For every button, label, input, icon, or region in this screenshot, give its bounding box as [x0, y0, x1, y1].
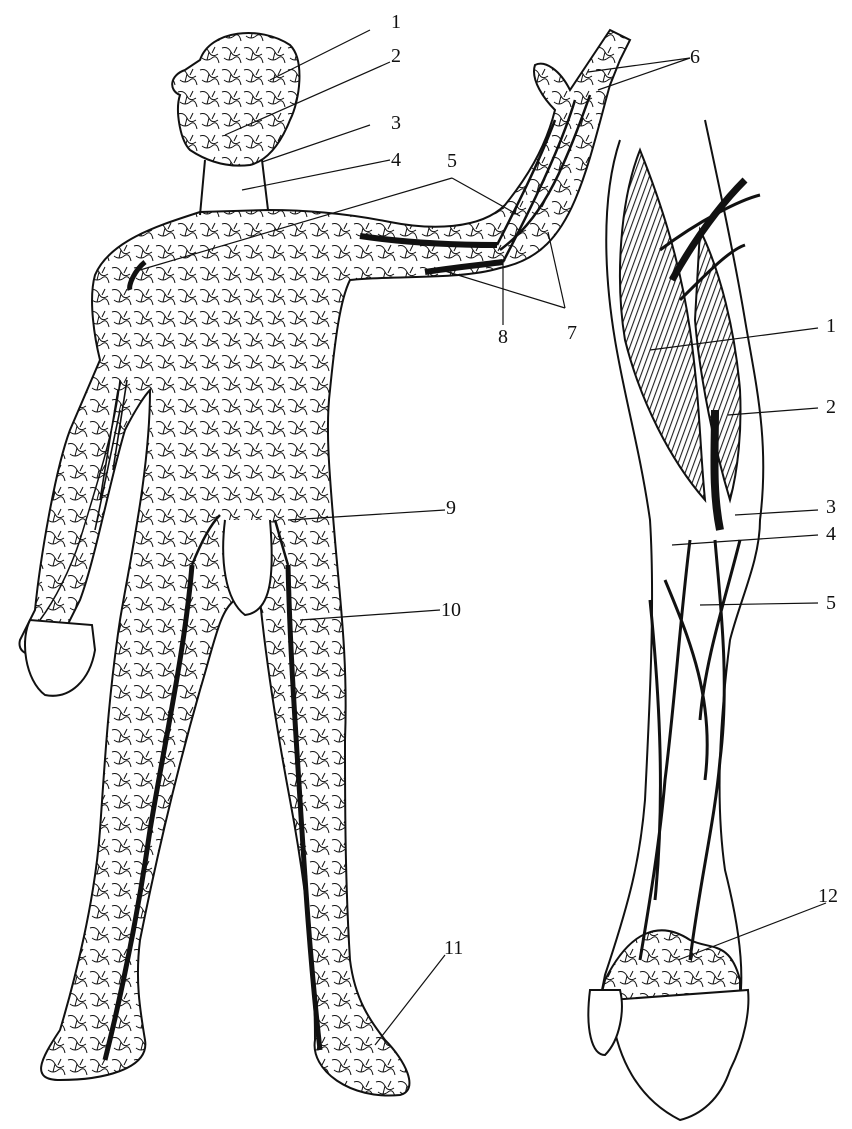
body-label-5: 5 — [447, 151, 457, 171]
body-label-10: 10 — [441, 600, 461, 620]
left-hand — [25, 620, 95, 696]
body-label-2: 2 — [391, 46, 401, 66]
body-figure — [20, 30, 630, 1096]
body-label-1: 1 — [391, 12, 401, 32]
arm-label-5: 5 — [826, 593, 836, 613]
body-label-3: 3 — [391, 113, 401, 133]
arm-hand — [610, 990, 748, 1120]
forearm-vessel-network — [640, 540, 740, 960]
arm-label-3: 3 — [826, 497, 836, 517]
body-label-8: 8 — [498, 327, 508, 347]
neck-outline — [200, 160, 268, 215]
arm-label-4: 4 — [826, 524, 836, 544]
body-label-11: 11 — [444, 938, 463, 958]
thumb — [588, 990, 621, 1055]
arm-figure — [588, 120, 763, 1120]
body-label-4: 4 — [391, 150, 401, 170]
arm-label-2: 2 — [826, 397, 836, 417]
shoulder-muscle — [620, 150, 705, 500]
arm-label-1: 1 — [826, 316, 836, 336]
head-outline — [172, 33, 299, 166]
body-label-9: 9 — [446, 498, 456, 518]
hand-vessel-mesh — [600, 930, 740, 1000]
body-label-6: 6 — [690, 47, 700, 67]
arm-label-12: 12 — [818, 886, 838, 906]
body-label-7: 7 — [567, 323, 577, 343]
